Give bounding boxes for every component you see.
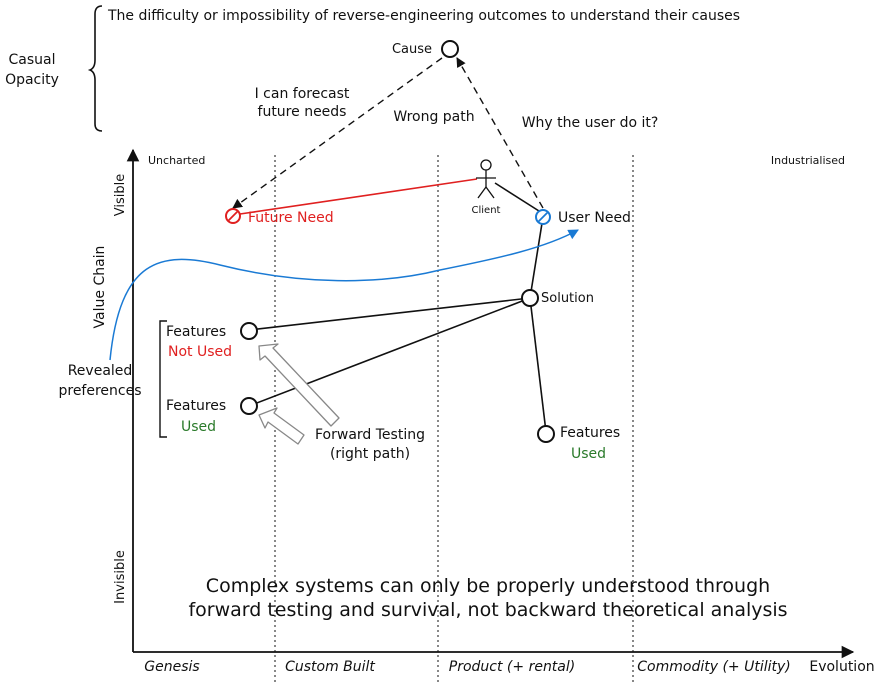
wrong-path-arrow: [232, 57, 443, 209]
solution-label: Solution: [541, 291, 594, 306]
why-path-arrow: [456, 57, 544, 209]
client-label: Client: [472, 205, 501, 216]
wrong-path-text: Wrong path: [393, 109, 474, 125]
user-need-hatch: [537, 211, 549, 223]
features-used-label: Features: [166, 398, 226, 414]
cause-node[interactable]: [441, 40, 459, 58]
features-not-used-status: Not Used: [168, 344, 232, 360]
user-need-to-solution-line: [529, 216, 544, 299]
client-icon[interactable]: [476, 159, 496, 199]
forward-testing-text-2: (right path): [330, 446, 410, 462]
stage-product: Product (+ rental): [449, 659, 575, 675]
term-opacity: Opacity: [5, 72, 59, 88]
forecast-text-1: I can forecast: [255, 86, 350, 102]
stage-commodity: Commodity (+ Utility): [637, 659, 790, 675]
cause-label: Cause: [392, 42, 432, 57]
conclusion-line-2: forward testing and survival, not backwa…: [188, 599, 787, 621]
revealed-preferences-curve: [109, 229, 579, 361]
definition-text: The difficulty or impossibility of rever…: [107, 8, 740, 24]
features-right-status: Used: [571, 446, 606, 462]
conclusion-line-1: Complex systems can only be properly und…: [206, 575, 770, 597]
features-used-status: Used: [181, 419, 216, 435]
solution-to-features-right: [529, 297, 547, 433]
client-to-user-need-line: [494, 182, 540, 212]
label-evolution: Evolution: [809, 659, 874, 675]
label-uncharted: Uncharted: [148, 154, 205, 167]
solution-node[interactable]: [521, 289, 539, 307]
label-visible: Visible: [113, 174, 128, 216]
future-need-label: Future Need: [248, 210, 334, 226]
client-to-future-line: [239, 178, 478, 215]
revealed-text-2: preferences: [58, 383, 141, 399]
forecast-text-2: future needs: [258, 104, 347, 120]
stage-custom-built: Custom Built: [285, 659, 375, 675]
label-value-chain: Value Chain: [92, 246, 108, 329]
label-invisible: Invisible: [113, 550, 128, 604]
solution-to-features-not-used: [248, 297, 531, 331]
header-brace: [87, 5, 103, 132]
label-industrialised: Industrialised: [771, 154, 845, 167]
revealed-text-1: Revealed: [68, 363, 133, 379]
features-not-used-label: Features: [166, 324, 226, 340]
features-not-used-node[interactable]: [240, 322, 258, 340]
features-right-label: Features: [560, 425, 620, 441]
forward-testing-text-1: Forward Testing: [315, 427, 425, 443]
user-need-label: User Need: [558, 210, 631, 226]
features-right-node[interactable]: [537, 425, 555, 443]
term-casual: Casual: [9, 52, 56, 68]
features-used-node[interactable]: [240, 397, 258, 415]
features-bracket: [159, 320, 167, 438]
future-need-hatch: [227, 210, 239, 222]
forward-arrow-lower: [258, 407, 305, 445]
why-user-text: Why the user do it?: [522, 115, 659, 131]
forward-arrow-upper: [258, 343, 340, 427]
stage-genesis: Genesis: [144, 659, 199, 675]
